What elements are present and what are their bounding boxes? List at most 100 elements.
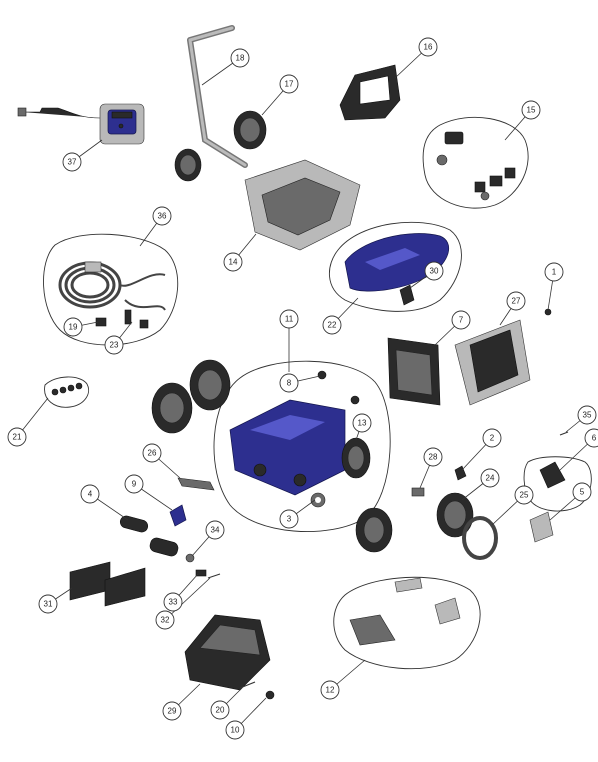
callout-number: 36 [158, 212, 167, 221]
callout-20: 20 [210, 700, 230, 720]
callout-32: 32 [155, 610, 175, 630]
callout-9: 9 [124, 474, 144, 494]
callout-4: 4 [80, 484, 100, 504]
leader-line-32 [164, 577, 211, 621]
callout-number: 1 [552, 268, 557, 277]
callout-number: 31 [44, 600, 53, 609]
callout-21: 21 [7, 427, 27, 447]
motor-pin-28 [411, 487, 425, 497]
group-outline-15 [422, 116, 529, 209]
callout-number: 12 [326, 686, 335, 695]
callout-number: 11 [285, 315, 294, 324]
group-outline-36 [43, 233, 179, 346]
callout-number: 8 [287, 379, 292, 388]
callout-number: 32 [161, 616, 170, 625]
callout-5: 5 [572, 482, 592, 502]
callout-6: 6 [584, 428, 598, 448]
callout-7: 7 [451, 310, 471, 330]
impeller-2 [454, 465, 467, 481]
callout-circle [225, 720, 245, 740]
bracket-26 [177, 477, 215, 491]
callout-number: 35 [583, 411, 592, 420]
callout-35: 35 [577, 405, 597, 425]
wheels-left [151, 359, 231, 434]
callout-circle [223, 252, 243, 272]
callout-number: 28 [429, 453, 438, 462]
callout-number: 37 [68, 158, 77, 167]
callout-3: 3 [279, 509, 299, 529]
callout-11: 11 [279, 309, 299, 329]
callout-circle [279, 74, 299, 94]
callout-circle [451, 310, 471, 330]
callout-number: 23 [110, 341, 119, 350]
callout-33: 33 [163, 592, 183, 612]
callout-10: 10 [225, 720, 245, 740]
swivel-assembly-6 [539, 431, 569, 489]
callout-26: 26 [142, 443, 162, 463]
callout-circle [424, 261, 444, 281]
wheel-right [355, 507, 393, 553]
callout-number: 24 [486, 474, 495, 483]
callout-circle [7, 427, 27, 447]
callout-number: 30 [430, 267, 439, 276]
small-fasteners [185, 553, 221, 579]
callout-36: 36 [152, 206, 172, 226]
callout-number: 15 [527, 106, 536, 115]
callout-circle [352, 413, 372, 433]
callout-number: 5 [580, 488, 585, 497]
callout-37: 37 [62, 152, 82, 172]
callout-circle [418, 37, 438, 57]
callout-circle [104, 335, 124, 355]
callout-circle [279, 509, 299, 529]
latch-9 [169, 504, 187, 527]
callout-34: 34 [205, 520, 225, 540]
callout-circle [544, 262, 564, 282]
callout-12: 12 [320, 680, 340, 700]
callout-circle [584, 428, 598, 448]
callout-number: 26 [148, 449, 157, 458]
callout-number: 22 [328, 321, 337, 330]
callout-number: 19 [69, 323, 78, 332]
group-outline-22 [328, 221, 462, 312]
callout-number: 21 [13, 433, 22, 442]
chassis [229, 399, 346, 496]
callout-number: 9 [132, 480, 137, 489]
callout-27: 27 [506, 291, 526, 311]
callout-number: 27 [512, 297, 521, 306]
hardware-kit-15 [436, 131, 516, 201]
callout-circle [279, 309, 299, 329]
callout-number: 33 [169, 598, 178, 607]
callout-23: 23 [104, 335, 124, 355]
floating-cable [58, 261, 166, 311]
callout-circle [163, 592, 183, 612]
callout-circle [577, 405, 597, 425]
top-cover [344, 233, 450, 292]
callout-number: 14 [229, 258, 238, 267]
callout-circle [480, 468, 500, 488]
callout-number: 29 [168, 707, 177, 716]
callout-1: 1 [544, 262, 564, 282]
callout-30: 30 [424, 261, 444, 281]
cable-fittings [95, 309, 149, 329]
callout-number: 17 [285, 80, 294, 89]
cover-clip [399, 284, 415, 306]
callout-8: 8 [279, 373, 299, 393]
callout-circle [514, 485, 534, 505]
bushing [310, 492, 326, 508]
lift-handle [339, 64, 401, 121]
callout-circle [63, 317, 83, 337]
filter-frame [387, 337, 441, 406]
brush-pads [69, 561, 146, 607]
callout-13: 13 [352, 413, 372, 433]
callout-number: 20 [216, 706, 225, 715]
callout-circle [279, 373, 299, 393]
caddy-handle [187, 25, 248, 168]
callout-circle [521, 100, 541, 120]
callout-circle [322, 315, 342, 335]
drive-gear [341, 437, 371, 479]
callout-number: 18 [236, 54, 245, 63]
callout-circle [80, 484, 100, 504]
caddy-cart [244, 159, 361, 251]
callout-circle [320, 680, 340, 700]
